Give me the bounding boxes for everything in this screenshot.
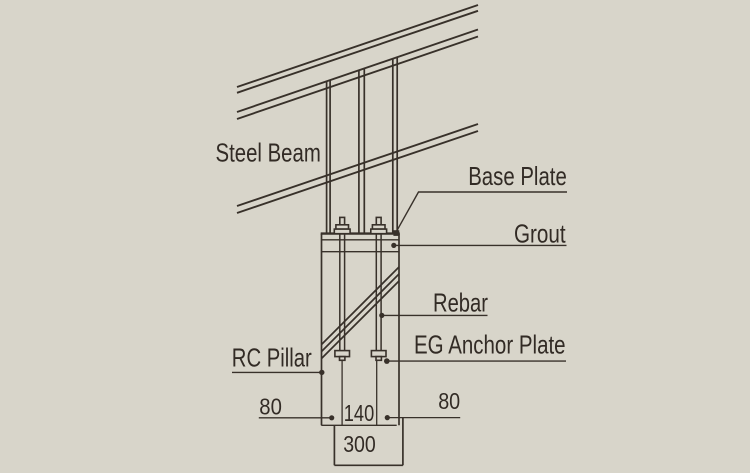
- dim-80-right-dot: [384, 415, 390, 421]
- dim-80-right-value: 80: [438, 388, 460, 414]
- beam-lower-flange-line-2: [236, 130, 479, 214]
- base-plate-label: Base Plate: [468, 161, 567, 191]
- eg-anchor-plate-label: EG Anchor Plate: [414, 329, 566, 359]
- rc-pillar-outline: [320, 233, 400, 426]
- base-plate-leader: [396, 191, 567, 232]
- right-anchor-plate: [370, 349, 387, 362]
- rebar-hatching: [320, 266, 400, 360]
- dim-300-value: 300: [343, 431, 376, 457]
- beam-upper-flange-line-1: [236, 28, 479, 113]
- right-nut-washer: [369, 228, 388, 235]
- steel-beam-lines: [236, 4, 479, 214]
- rebar-line-1: [320, 266, 400, 346]
- beam-lower-flange-line-1: [236, 123, 479, 207]
- beam-top-chord-line-2: [236, 9, 479, 94]
- grout-label: Grout: [514, 219, 566, 249]
- dim-80-left-dot: [329, 415, 335, 421]
- labels: Steel Beam Base Plate Grout Rebar EG Anc…: [216, 138, 567, 373]
- leader-lines: [232, 191, 567, 376]
- anchor-rods: [325, 57, 399, 235]
- rebar-leader-dot: [379, 312, 385, 318]
- left-nut-washer: [333, 228, 351, 235]
- base-plate-and-grout: [320, 232, 400, 253]
- left-anchor-plate: [334, 349, 351, 362]
- rebar-line-3: [320, 280, 400, 360]
- rebar-line-2: [320, 273, 400, 353]
- dimension-lines: [258, 360, 461, 467]
- left-anchor-plate-body: [334, 349, 351, 358]
- dimension-values: 80 140 80 300: [259, 388, 460, 457]
- left-nut-stub: [338, 216, 346, 226]
- beam-top-chord-line-1: [236, 4, 479, 88]
- left-anchor-plate-stub: [338, 355, 346, 362]
- rc-pillar-label: RC Pillar: [232, 342, 312, 372]
- grout-leader-dot: [391, 242, 397, 248]
- dim-80-left-value: 80: [259, 393, 282, 419]
- steel-beam-label: Steel Beam: [216, 138, 321, 168]
- eg-anchor-plate-leader-dot: [384, 358, 390, 364]
- dim-140-value: 140: [344, 400, 374, 426]
- beam-upper-flange-line-2: [236, 35, 479, 120]
- left-bolt-nut: [333, 216, 351, 235]
- rebar-label: Rebar: [433, 288, 488, 318]
- right-bolt-nut: [369, 216, 388, 235]
- right-anchor-plate-stub: [375, 355, 383, 362]
- right-anchor-plate-body: [370, 349, 387, 358]
- bolt-nuts: [333, 216, 388, 235]
- eg-anchor-plates: [334, 349, 387, 362]
- right-nut-stub: [375, 216, 382, 226]
- rc-pillar-leader-dot: [319, 369, 325, 376]
- base-plate-leader-marker: [393, 230, 400, 236]
